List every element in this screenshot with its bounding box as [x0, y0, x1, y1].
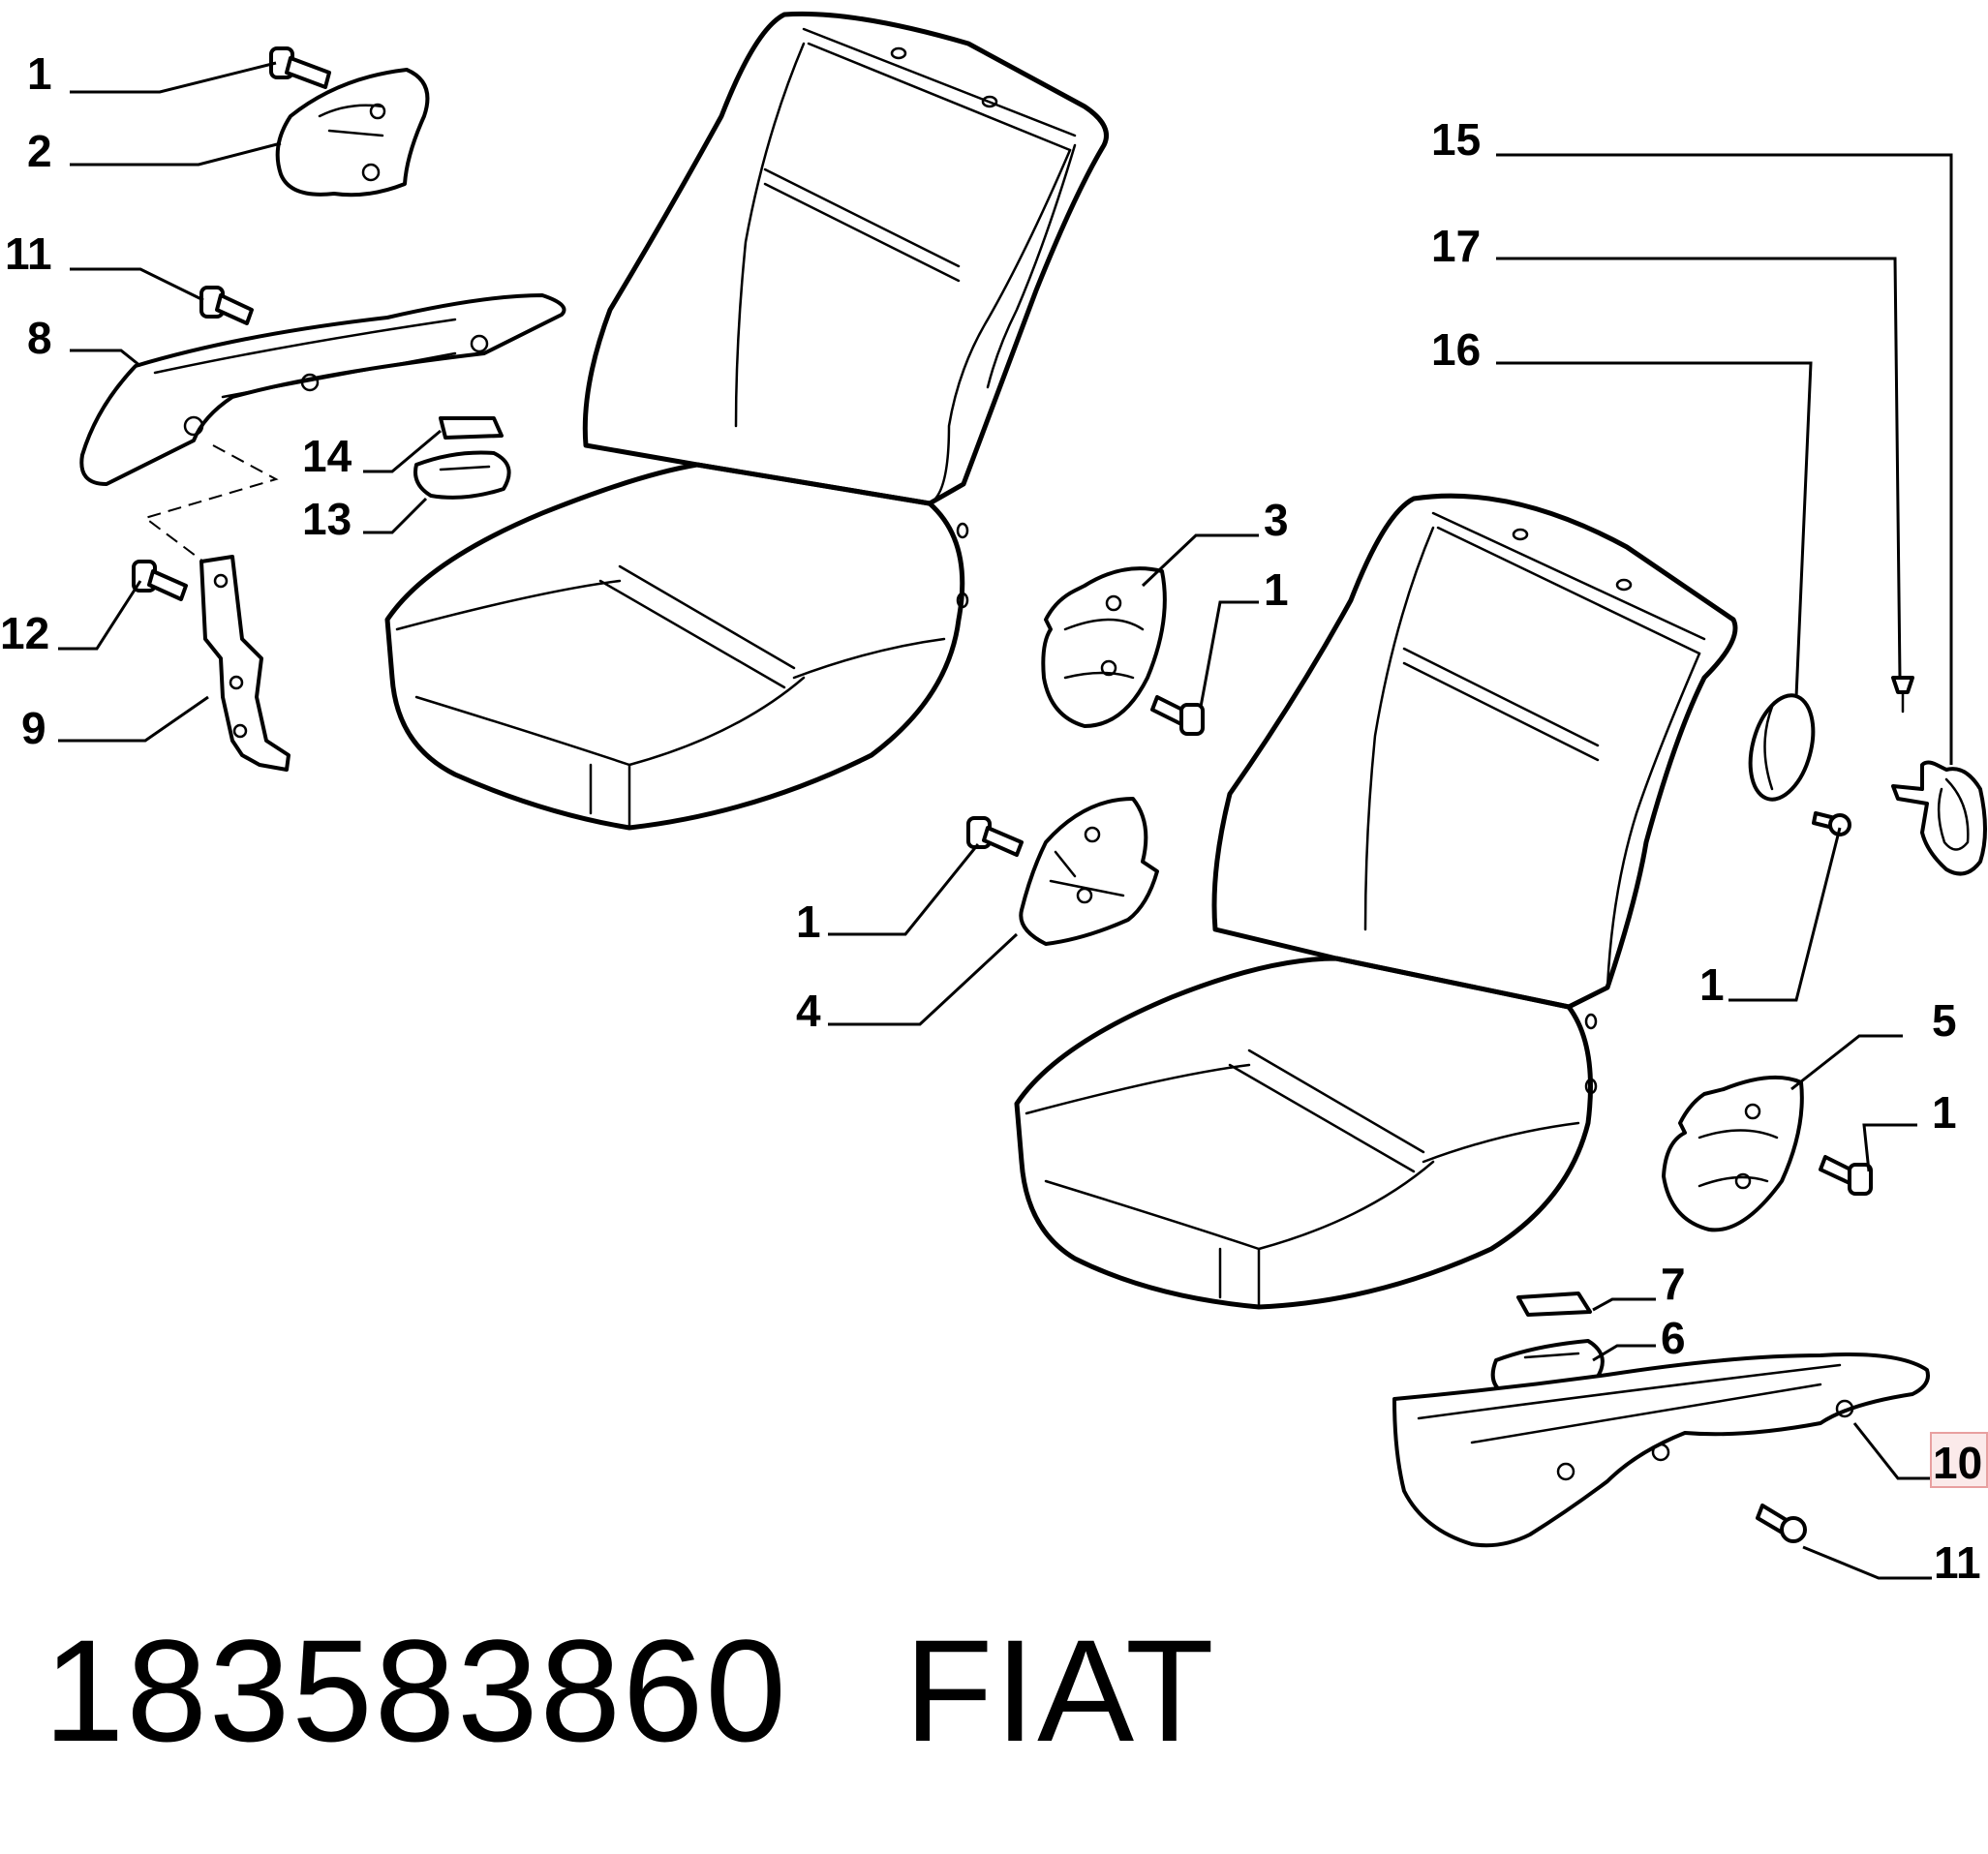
part-9-bracket	[199, 555, 291, 772]
part-3-hinge-cover	[1041, 566, 1167, 728]
callout-16: 16	[1431, 324, 1481, 375]
callout-7: 7	[1661, 1259, 1686, 1309]
left-seat-drawing	[384, 11, 1109, 831]
callout-14: 14	[302, 431, 352, 481]
callout-2: 2	[27, 126, 52, 176]
callout-4: 4	[796, 986, 821, 1036]
bolt-icon	[132, 560, 188, 601]
bolt-icon	[1812, 811, 1851, 836]
part-7-cap	[1516, 1292, 1592, 1317]
part-8-side-trim	[79, 293, 566, 486]
bolt-icon	[1150, 695, 1205, 736]
callout-8: 8	[27, 313, 52, 363]
part-number: 183583860	[44, 1609, 788, 1772]
callout-10: 10	[1933, 1438, 1982, 1488]
callout-1: 1	[1932, 1087, 1957, 1138]
highlight-box	[1930, 1432, 1988, 1488]
callout-17: 17	[1431, 221, 1481, 271]
callout-11: 11	[1934, 1537, 1981, 1588]
pin-icon	[1891, 676, 1914, 714]
callout-1: 1	[796, 897, 821, 947]
left-cushion-outline	[384, 462, 965, 831]
part-4-hinge-cover	[1019, 797, 1159, 946]
callout-15: 15	[1431, 114, 1481, 165]
bolt-icon	[1819, 1155, 1873, 1196]
part-10-side-trim	[1392, 1353, 1930, 1548]
callout-1: 1	[27, 48, 52, 99]
callout-6: 6	[1661, 1313, 1686, 1363]
callout-1: 1	[1264, 564, 1289, 615]
bolt-icon	[199, 286, 254, 325]
callout-3: 3	[1264, 495, 1289, 545]
part-13-knob	[413, 450, 511, 500]
callout-13: 13	[302, 494, 352, 544]
part-5-hinge-cover	[1662, 1075, 1804, 1232]
part-16-oval-cover	[1748, 693, 1816, 802]
callout-1: 1	[1699, 959, 1725, 1010]
part-14-cap	[439, 416, 504, 440]
callout-12: 12	[0, 608, 49, 658]
callout-5: 5	[1932, 995, 1957, 1046]
leader-lines	[58, 61, 1953, 1580]
callout-11: 11	[5, 228, 52, 279]
right-seat-drawing	[1014, 493, 1738, 1310]
bolt-icon	[966, 816, 1024, 857]
right-cushion-outline	[1014, 956, 1593, 1310]
callout-9: 9	[21, 703, 46, 753]
left-backrest-outline	[582, 11, 1109, 506]
bolt-icon	[269, 46, 331, 89]
assembly-dash-line	[142, 444, 279, 562]
brand-name: FIAT	[903, 1609, 1216, 1772]
right-backrest-outline	[1211, 493, 1738, 1010]
bolt-icon	[1756, 1504, 1807, 1543]
diagram-caption: 183583860 FIAT	[44, 1607, 1216, 1775]
